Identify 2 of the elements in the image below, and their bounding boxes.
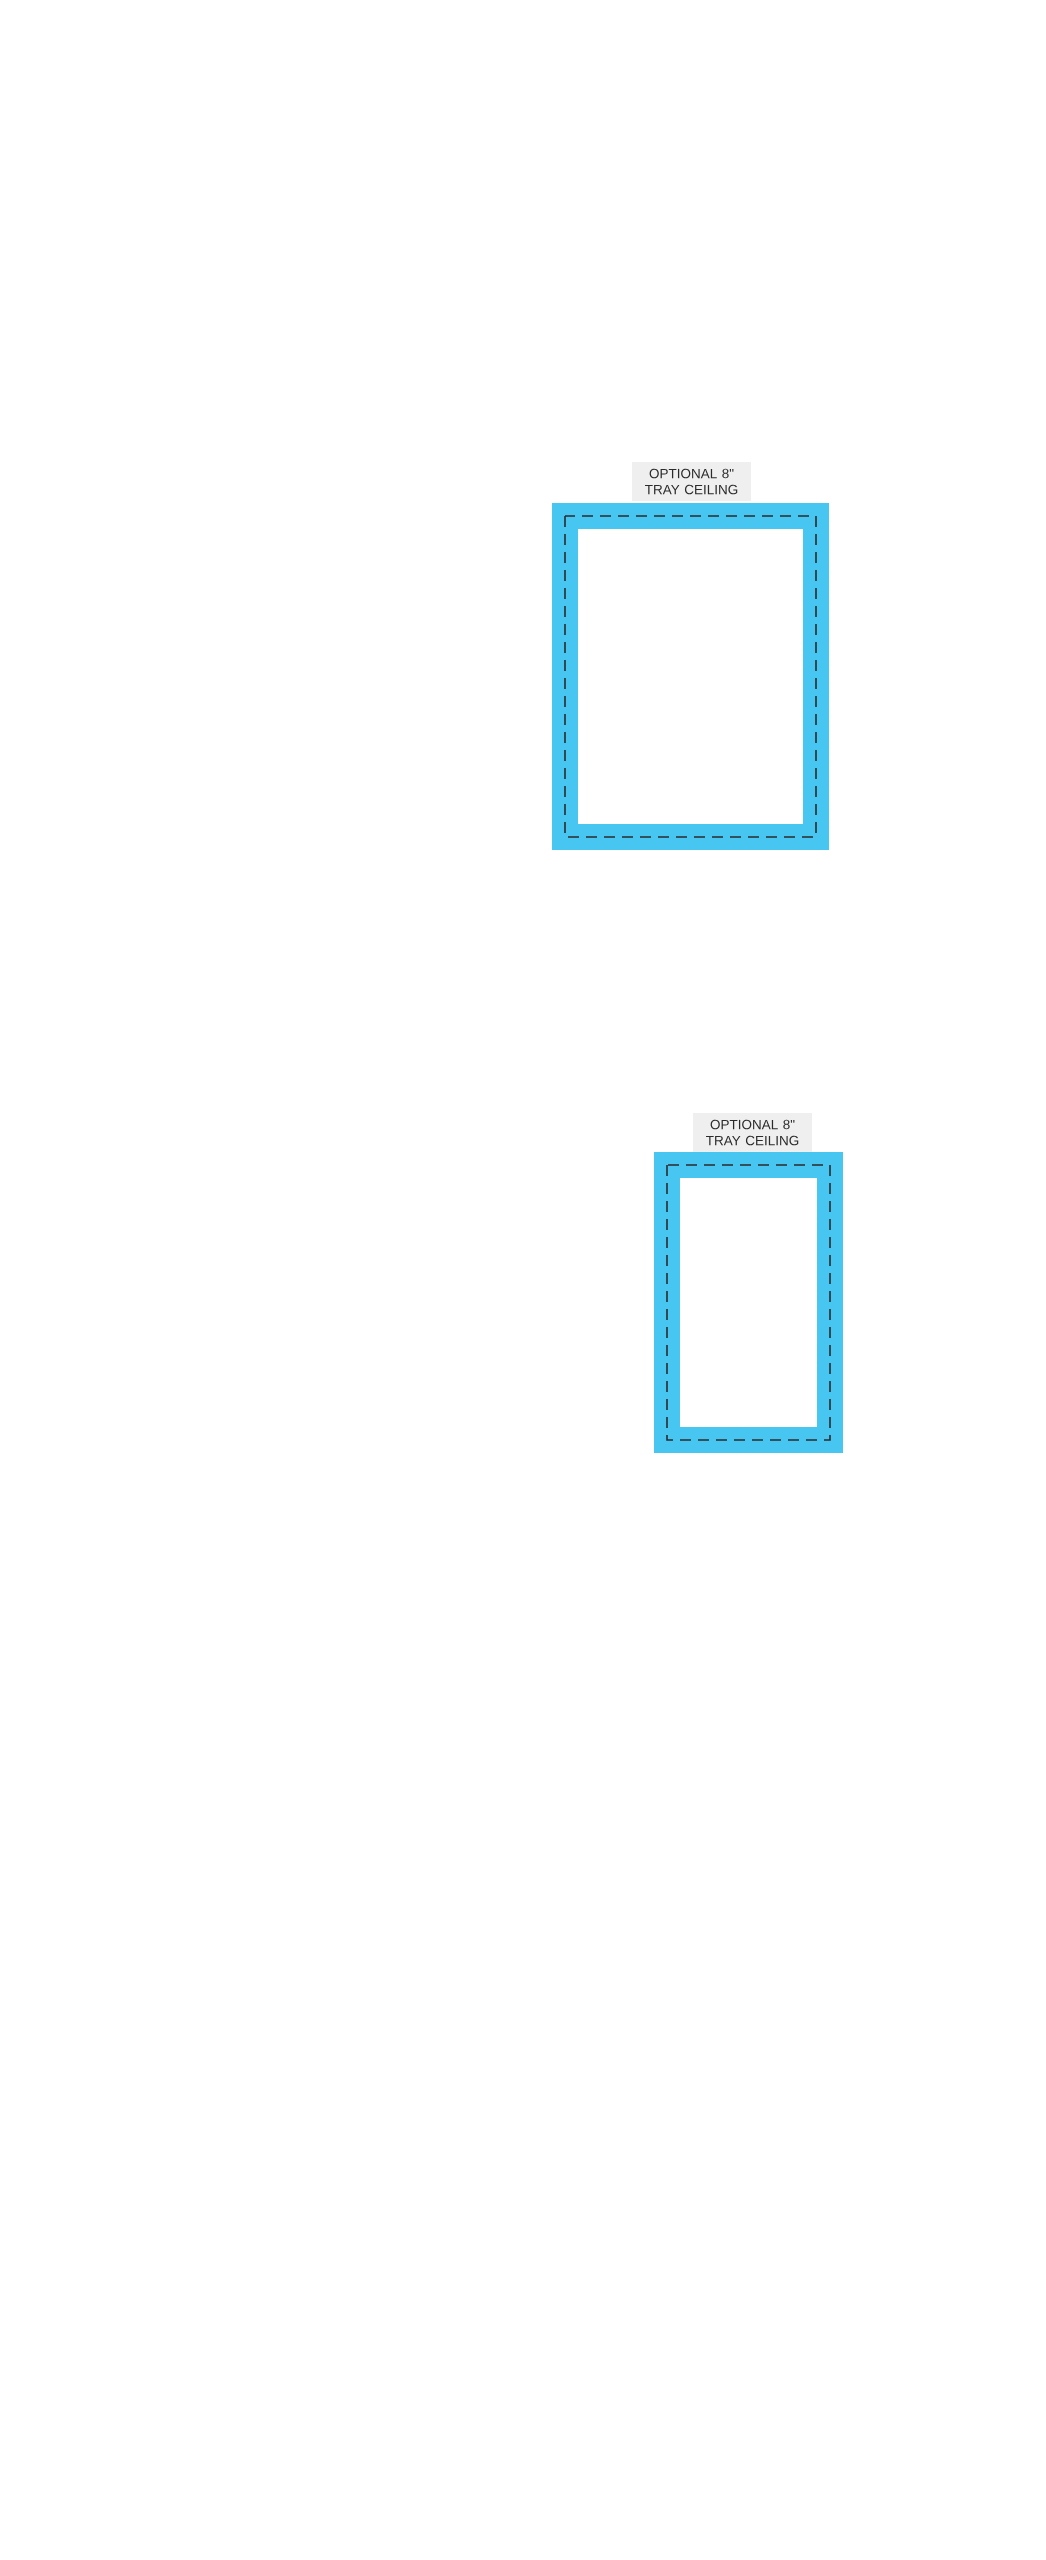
ceiling-label: OPTIONAL 8" TRAY CEILING <box>632 462 751 501</box>
ceiling-label: OPTIONAL 8" TRAY CEILING <box>693 1113 812 1152</box>
